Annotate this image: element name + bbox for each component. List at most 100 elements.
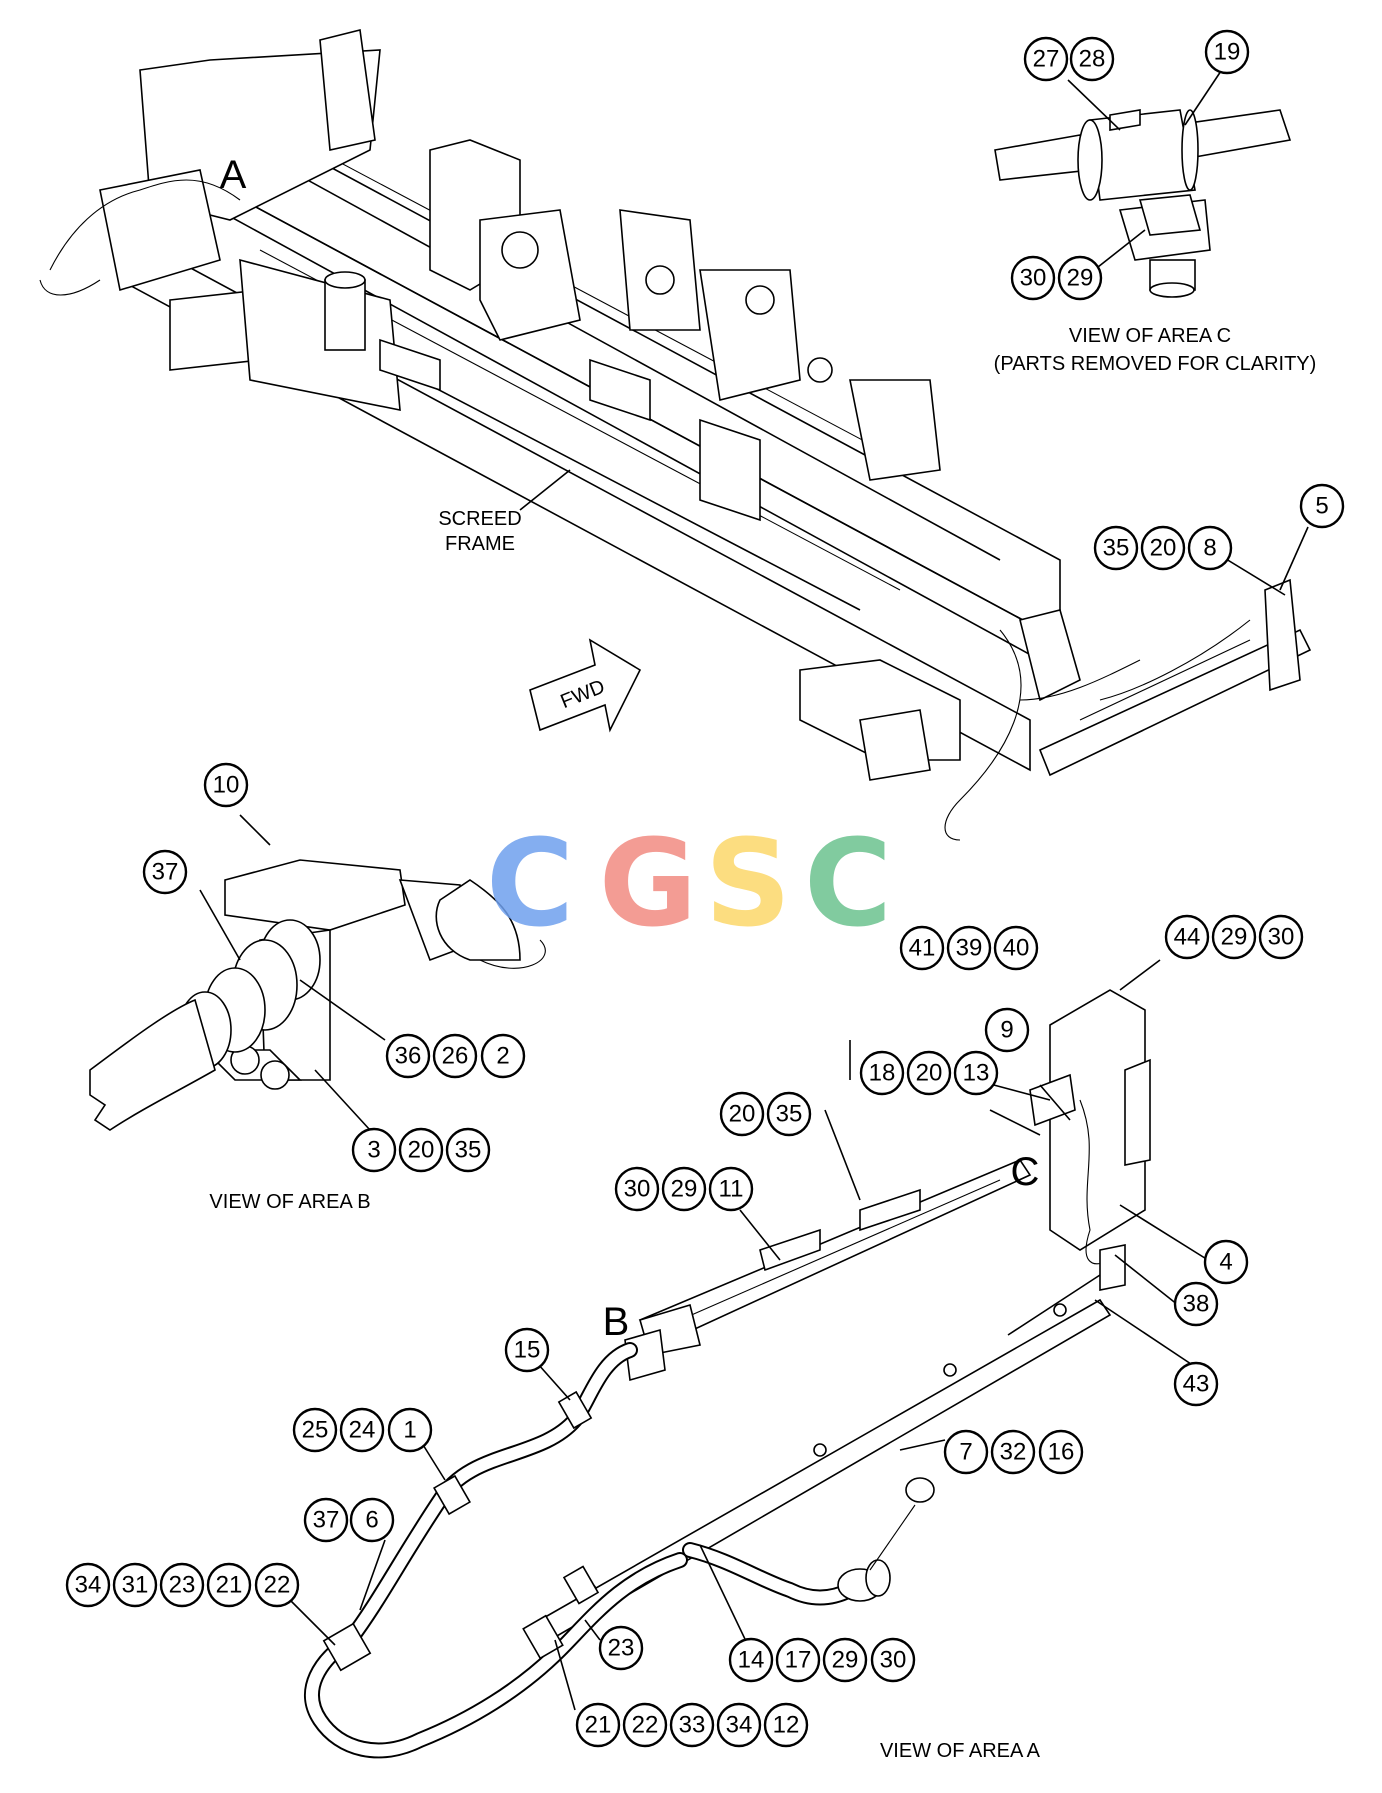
callout-16: 16 bbox=[1038, 1429, 1084, 1475]
callouts: 27 28 19 30 29 5 35 20 8 10 37 36 26 2 3… bbox=[65, 29, 1345, 1748]
area-c-marker: C bbox=[1011, 1150, 1040, 1194]
svg-text:12: 12 bbox=[773, 1712, 800, 1739]
callout-8: 8 bbox=[1187, 525, 1233, 571]
svg-text:38: 38 bbox=[1183, 1291, 1210, 1318]
svg-text:29: 29 bbox=[832, 1647, 859, 1674]
callout-40: 40 bbox=[993, 925, 1039, 971]
callout-22: 22 bbox=[254, 1562, 300, 1608]
svg-text:32: 32 bbox=[1000, 1439, 1027, 1466]
svg-text:14: 14 bbox=[738, 1647, 765, 1674]
svg-text:30: 30 bbox=[1020, 265, 1047, 292]
callout-22: 22 bbox=[622, 1702, 668, 1748]
svg-text:36: 36 bbox=[395, 1043, 422, 1070]
callout-28: 28 bbox=[1069, 36, 1115, 82]
callout-27: 27 bbox=[1023, 36, 1069, 82]
view-area-a-drawing bbox=[289, 959, 1209, 1759]
svg-text:29: 29 bbox=[1067, 265, 1094, 292]
callout-4: 4 bbox=[1203, 1239, 1249, 1285]
svg-text:41: 41 bbox=[909, 935, 936, 962]
area-a-marker: A bbox=[220, 153, 247, 197]
svg-text:27: 27 bbox=[1033, 46, 1060, 73]
callout-13: 13 bbox=[953, 1050, 999, 1096]
callout-25: 25 bbox=[292, 1407, 338, 1453]
svg-text:22: 22 bbox=[632, 1712, 659, 1739]
svg-text:16: 16 bbox=[1048, 1439, 1075, 1466]
svg-text:7: 7 bbox=[959, 1439, 972, 1466]
view-area-c-title: VIEW OF AREA C bbox=[1069, 325, 1231, 347]
callout-18: 18 bbox=[859, 1050, 905, 1096]
view-area-b-drawing bbox=[89, 814, 546, 1131]
svg-text:20: 20 bbox=[916, 1060, 943, 1087]
svg-text:2: 2 bbox=[496, 1043, 509, 1070]
svg-text:44: 44 bbox=[1174, 924, 1201, 951]
screed-frame-label-line1: SCREED bbox=[438, 508, 521, 530]
callout-29: 29 bbox=[1057, 255, 1103, 301]
callout-20: 20 bbox=[906, 1050, 952, 1096]
svg-text:23: 23 bbox=[169, 1572, 196, 1599]
callout-31: 31 bbox=[112, 1562, 158, 1608]
screed-frame-label-line2: FRAME bbox=[445, 533, 515, 555]
svg-text:1: 1 bbox=[403, 1417, 416, 1444]
svg-text:37: 37 bbox=[152, 859, 179, 886]
svg-text:30: 30 bbox=[624, 1176, 651, 1203]
callout-35: 35 bbox=[445, 1127, 491, 1173]
callout-29: 29 bbox=[1211, 914, 1257, 960]
svg-text:25: 25 bbox=[302, 1417, 329, 1444]
callout-7: 7 bbox=[943, 1429, 989, 1475]
watermark-logo: C G S C bbox=[486, 815, 892, 954]
callout-34: 34 bbox=[65, 1562, 111, 1608]
svg-text:40: 40 bbox=[1003, 935, 1030, 962]
svg-text:24: 24 bbox=[349, 1417, 376, 1444]
watermark-letter-s: S bbox=[705, 815, 791, 954]
watermark-letter-c1: C bbox=[486, 815, 574, 954]
svg-text:10: 10 bbox=[213, 772, 240, 799]
callout-1: 1 bbox=[387, 1407, 433, 1453]
callout-23: 23 bbox=[598, 1625, 644, 1671]
svg-text:23: 23 bbox=[608, 1635, 635, 1662]
svg-text:35: 35 bbox=[1103, 535, 1130, 562]
area-b-marker: B bbox=[603, 1300, 630, 1344]
callout-33: 33 bbox=[669, 1702, 715, 1748]
svg-text:15: 15 bbox=[514, 1337, 541, 1364]
svg-text:6: 6 bbox=[365, 1507, 378, 1534]
svg-text:39: 39 bbox=[956, 935, 983, 962]
svg-text:37: 37 bbox=[313, 1507, 340, 1534]
view-area-a-title: VIEW OF AREA A bbox=[880, 1740, 1041, 1762]
callout-29: 29 bbox=[661, 1166, 707, 1212]
callout-3: 3 bbox=[351, 1127, 397, 1173]
svg-text:20: 20 bbox=[408, 1137, 435, 1164]
svg-text:21: 21 bbox=[216, 1572, 243, 1599]
watermark-letter-g: G bbox=[599, 815, 698, 954]
svg-text:33: 33 bbox=[679, 1712, 706, 1739]
svg-text:5: 5 bbox=[1315, 493, 1328, 520]
callout-38: 38 bbox=[1173, 1281, 1219, 1327]
svg-text:30: 30 bbox=[880, 1647, 907, 1674]
svg-text:20: 20 bbox=[729, 1101, 756, 1128]
callout-34: 34 bbox=[716, 1702, 762, 1748]
callout-29: 29 bbox=[822, 1637, 868, 1683]
callout-41: 41 bbox=[899, 925, 945, 971]
callout-30: 30 bbox=[614, 1166, 660, 1212]
callout-9: 9 bbox=[984, 1007, 1030, 1053]
view-area-b-title: VIEW OF AREA B bbox=[209, 1191, 370, 1213]
callout-2: 2 bbox=[480, 1033, 526, 1079]
callout-44: 44 bbox=[1164, 914, 1210, 960]
callout-24: 24 bbox=[339, 1407, 385, 1453]
svg-text:4: 4 bbox=[1219, 1249, 1232, 1276]
screed-frame-drawing bbox=[39, 29, 1312, 841]
callout-36: 36 bbox=[385, 1033, 431, 1079]
svg-text:28: 28 bbox=[1079, 46, 1106, 73]
svg-text:17: 17 bbox=[785, 1647, 812, 1674]
svg-text:19: 19 bbox=[1214, 39, 1241, 66]
callout-32: 32 bbox=[990, 1429, 1036, 1475]
callout-30: 30 bbox=[1010, 255, 1056, 301]
svg-text:34: 34 bbox=[75, 1572, 102, 1599]
callout-10: 10 bbox=[203, 762, 249, 808]
callout-20: 20 bbox=[1140, 525, 1186, 571]
callout-6: 6 bbox=[349, 1497, 395, 1543]
callout-39: 39 bbox=[946, 925, 992, 971]
callout-15: 15 bbox=[504, 1327, 550, 1373]
callout-21: 21 bbox=[575, 1702, 621, 1748]
svg-text:9: 9 bbox=[1000, 1017, 1013, 1044]
svg-text:18: 18 bbox=[869, 1060, 896, 1087]
